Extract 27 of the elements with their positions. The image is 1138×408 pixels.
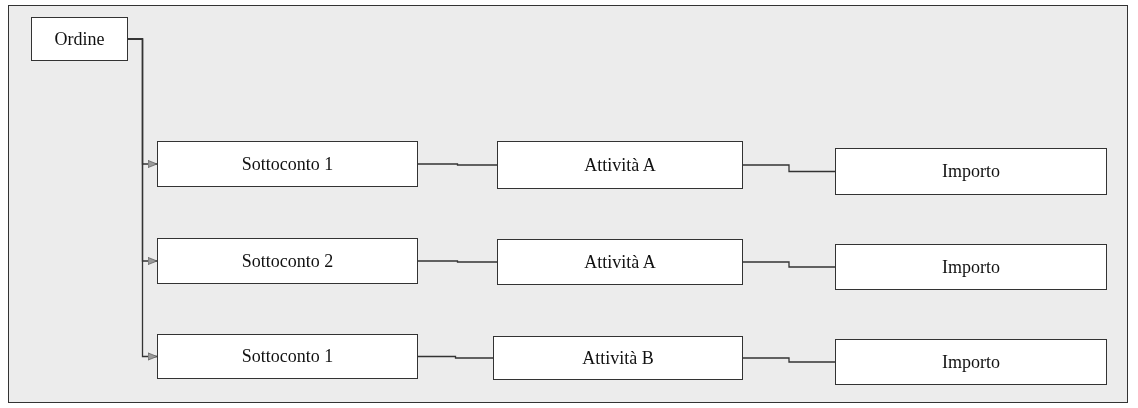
- process-box: [835, 244, 1107, 290]
- process-box: [835, 339, 1107, 385]
- process-box: [497, 141, 743, 189]
- box-label: Attività A: [584, 251, 656, 273]
- connector-line: [742, 261, 836, 268]
- process-box: [157, 334, 418, 379]
- process-box: [497, 239, 743, 285]
- connector-line: [417, 355, 494, 359]
- box-label: Ordine: [54, 28, 105, 50]
- connector-line: [742, 357, 836, 363]
- connector-line: [417, 163, 498, 166]
- box-label: Importo: [942, 256, 1000, 278]
- box-label: Importo: [942, 351, 1000, 373]
- box-label: Sottoconto 1: [241, 153, 334, 175]
- box-label: Attività B: [582, 347, 654, 369]
- process-box: [835, 148, 1107, 195]
- process-box: [31, 17, 128, 61]
- box-label: Importo: [942, 161, 1000, 182]
- box-label: Attività A: [584, 154, 656, 176]
- box-label: Sottoconto 2: [241, 250, 334, 272]
- connector-line: [742, 164, 836, 173]
- arrow: [127, 38, 158, 361]
- box-label: Sottoconto 1: [241, 346, 334, 367]
- connector-line: [417, 260, 498, 263]
- process-box: [493, 336, 743, 380]
- process-box: [157, 238, 418, 284]
- process-box: [157, 141, 418, 187]
